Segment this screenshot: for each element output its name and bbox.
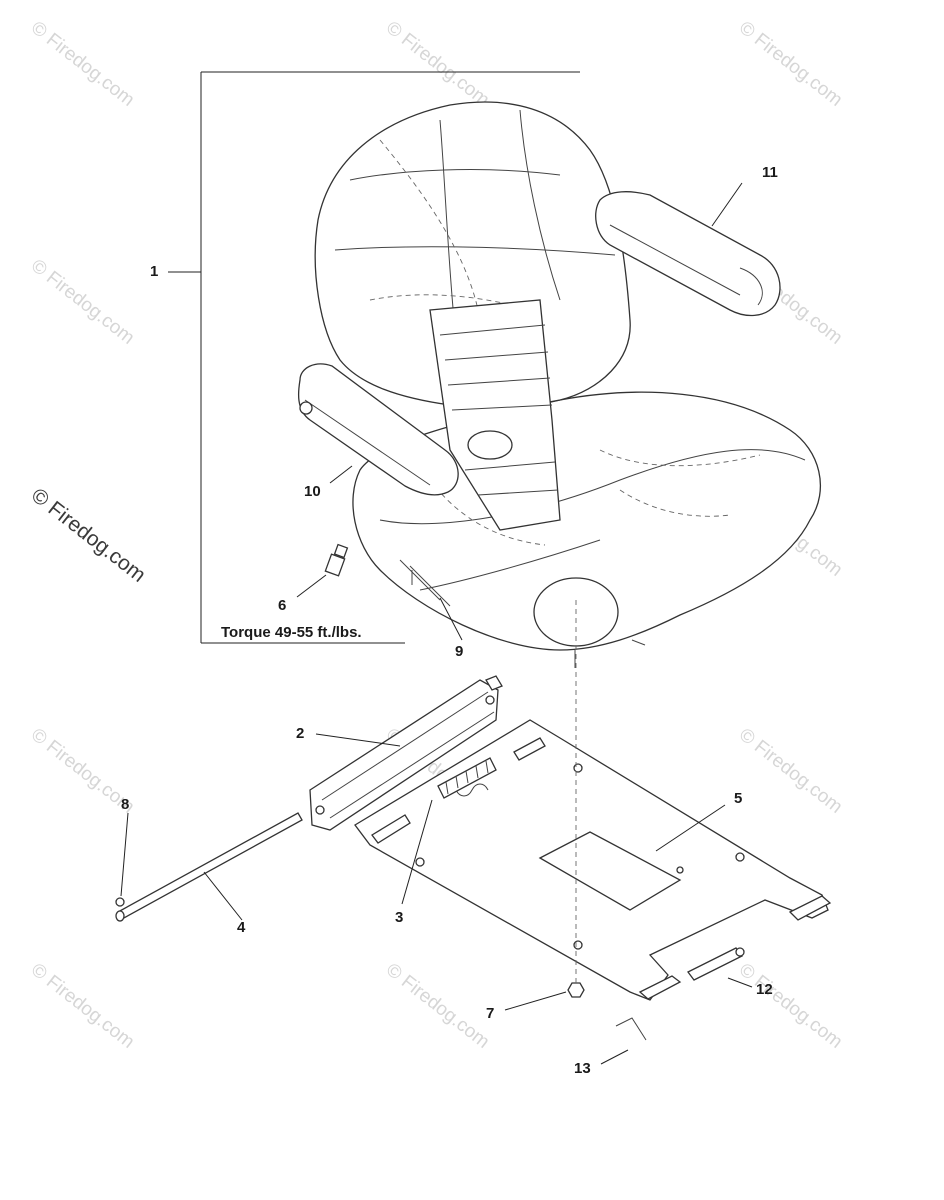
leader-lines: [120, 182, 753, 1065]
watermark-primary: © Firedog.com: [27, 484, 150, 587]
callout-1: 1: [150, 263, 158, 280]
rod: [115, 812, 303, 922]
watermark: © Firedog.com: [27, 959, 138, 1052]
watermark: © Firedog.com: [382, 17, 493, 110]
callout-13: 13: [574, 1060, 591, 1077]
torque-spec: Torque 49-55 ft./lbs.: [221, 624, 362, 641]
callout-9: 9: [455, 643, 463, 660]
watermark: © Firedog.com: [27, 255, 138, 348]
watermark: © Firedog.com: [382, 959, 493, 1052]
callout-2: 2: [296, 725, 304, 742]
assembly-bracket: [168, 71, 580, 644]
callout-8: 8: [121, 796, 129, 813]
callout-5: 5: [734, 790, 742, 807]
callout-11: 11: [762, 164, 778, 181]
callout-6: 6: [278, 597, 286, 614]
mount-plate: [354, 719, 832, 1001]
callout-7: 7: [486, 1005, 494, 1022]
seat-assembly: [297, 101, 822, 668]
watermark: © Firedog.com: [735, 17, 846, 110]
slide-rail: [309, 675, 503, 831]
callouts: 1 2 3 4 5 6 7 8 9 10 11 12 13: [121, 164, 778, 1077]
callout-10: 10: [304, 483, 321, 500]
watermark: © Firedog.com: [27, 17, 138, 110]
hardware: [567, 947, 745, 1041]
callout-12: 12: [756, 981, 773, 998]
callout-4: 4: [237, 919, 246, 936]
watermark: © Firedog.com: [735, 959, 846, 1052]
callout-3: 3: [395, 909, 403, 926]
spring: [437, 757, 497, 799]
watermark: © Firedog.com: [735, 724, 846, 817]
